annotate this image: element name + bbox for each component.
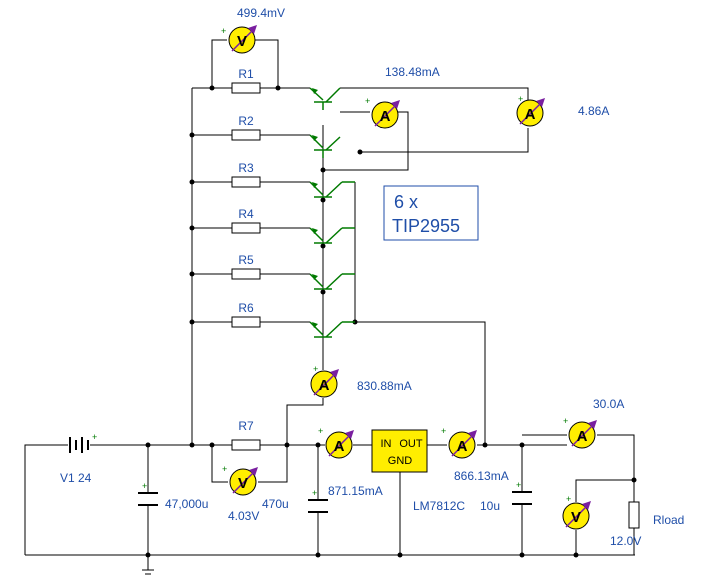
ammeter-138: A [371, 99, 401, 129]
svg-text:A: A [457, 438, 468, 455]
resistor-r2 [231, 129, 261, 141]
regulator-gnd-label: GND [388, 455, 413, 467]
reading-voltage-r7: 4.03V [228, 509, 259, 523]
reading-current-866: 866.13mA [454, 469, 509, 483]
svg-text:+: + [312, 488, 317, 498]
reading-current-load: 30.0A [593, 397, 624, 411]
resistor-r6 [231, 316, 261, 328]
ammeter-486: A [516, 97, 546, 127]
label-c1: 47,000u [165, 497, 208, 511]
reading-current-total: 4.86A [578, 104, 609, 118]
labels: R1 R2 R3 R4 R5 R6 R7 V1 24 47,000u 470u … [60, 6, 684, 548]
capacitors [138, 491, 532, 513]
svg-text:V: V [238, 475, 248, 492]
resistor-r1 [231, 82, 261, 94]
svg-text:V: V [571, 509, 581, 526]
svg-text:+: + [142, 481, 147, 491]
label-r7: R7 [238, 419, 254, 433]
svg-text:V: V [237, 33, 247, 50]
junction-dots [145, 85, 637, 558]
svg-text:+: + [516, 480, 521, 490]
battery-v1 [69, 437, 89, 453]
label-v1: V1 24 [60, 471, 92, 485]
resistor-r5 [231, 268, 261, 280]
reading-current-871: 871.15mA [328, 484, 383, 498]
label-r2: R2 [238, 114, 254, 128]
svg-text:+: + [221, 26, 226, 36]
transistor-count: 6 x [394, 192, 418, 212]
svg-text:A: A [319, 377, 330, 394]
label-r4: R4 [238, 207, 254, 221]
label-r3: R3 [238, 161, 254, 175]
transistor-2 [309, 134, 341, 158]
svg-text:A: A [334, 438, 345, 455]
label-r6: R6 [238, 301, 254, 315]
svg-text:+: + [222, 464, 227, 474]
voltmeter-top: V [228, 24, 258, 54]
ammeter-830: A [310, 368, 340, 398]
regulator-in-label: IN [381, 438, 392, 450]
voltmeter-12: V [562, 500, 592, 530]
svg-text:+: + [518, 94, 523, 104]
reading-current-138: 138.48mA [385, 65, 440, 79]
transistor-3 [309, 181, 343, 198]
svg-text:+: + [92, 432, 97, 442]
label-rload: Rload [653, 513, 684, 527]
transistor-6 [309, 321, 343, 338]
svg-text:A: A [380, 108, 391, 125]
transistor-info-box: 6 x TIP2955 [383, 185, 479, 241]
label-r1: R1 [238, 67, 254, 81]
svg-text:A: A [577, 428, 588, 445]
transistor-1 [309, 87, 341, 110]
svg-text:+: + [313, 364, 318, 374]
svg-text:+: + [566, 494, 571, 504]
reading-voltage-r1: 499.4mV [237, 6, 285, 20]
polarity-marks: + + + + + + + + + + + + + [92, 26, 571, 504]
transistor-4 [309, 227, 343, 244]
transistor-part: TIP2955 [392, 216, 460, 236]
voltage-regulator: IN OUT GND [371, 429, 428, 473]
meters: V A A A A V A A [228, 24, 598, 530]
resistor-r7 [231, 439, 261, 451]
label-c3: 10u [480, 499, 500, 513]
svg-text:A: A [525, 106, 536, 123]
svg-text:+: + [441, 426, 446, 436]
voltmeter-403: V [229, 466, 259, 496]
svg-text:+: + [563, 416, 568, 426]
label-c2: 470u [262, 497, 289, 511]
transistor-stack [309, 87, 355, 338]
svg-text:+: + [365, 96, 370, 106]
regulator-out-label: OUT [399, 438, 423, 450]
resistor-r4 [231, 222, 261, 234]
reading-current-830: 830.88mA [357, 379, 412, 393]
resistor-r3 [231, 176, 261, 188]
ammeter-871: A [325, 429, 355, 459]
resistor-rload [628, 501, 640, 529]
resistors [231, 82, 640, 529]
svg-text:+: + [318, 426, 323, 436]
label-r5: R5 [238, 253, 254, 267]
wiring [24, 39, 635, 575]
transistor-5 [309, 273, 343, 290]
label-regulator: LM7812C [413, 499, 465, 513]
reading-voltage-load: 12.0V [610, 534, 641, 548]
ammeter-30: A [568, 419, 598, 449]
ammeter-866: A [448, 429, 478, 459]
